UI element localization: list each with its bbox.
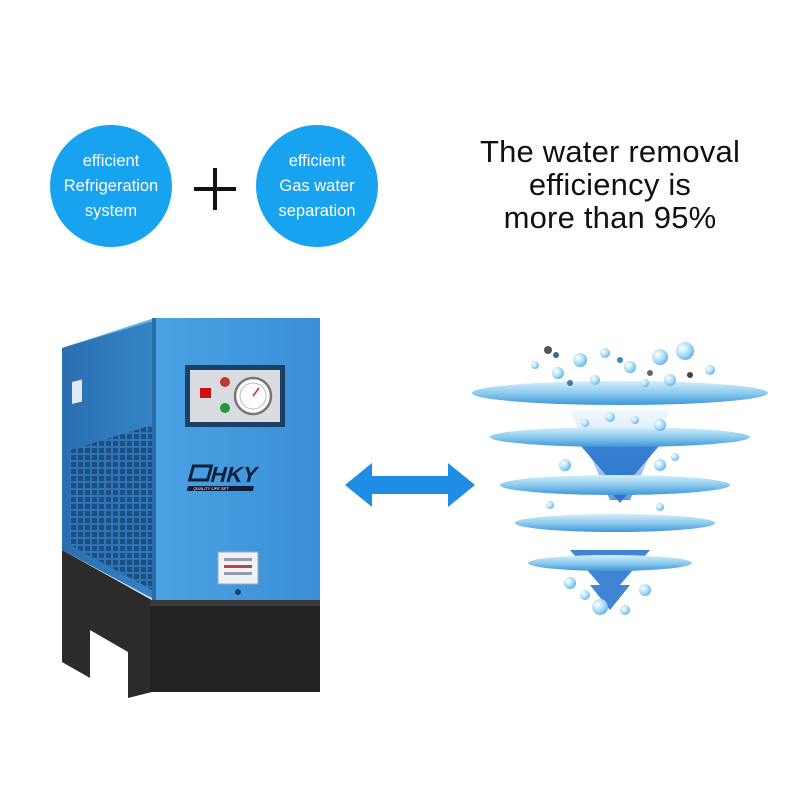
filter-layer bbox=[515, 514, 715, 532]
power-switch-icon bbox=[200, 388, 211, 398]
headline-line: efficiency is bbox=[528, 167, 692, 202]
filter-layer bbox=[490, 427, 750, 447]
drain-arrow-icon bbox=[580, 445, 660, 503]
filter-layer bbox=[472, 381, 768, 405]
badge-line: Refrigeration bbox=[63, 176, 159, 195]
headline-line: more than 95% bbox=[503, 200, 717, 235]
badge-line: separation bbox=[278, 201, 356, 220]
double-arrow-icon bbox=[345, 463, 475, 507]
vent-grill bbox=[70, 425, 152, 590]
filter-layer bbox=[500, 475, 730, 495]
badge-line: system bbox=[84, 201, 138, 220]
headline: The water removal efficiency is more tha… bbox=[430, 135, 790, 234]
air-dryer-machine: HKY QUALITY LIFE SET bbox=[62, 318, 320, 698]
brand-name: HKY bbox=[208, 462, 261, 487]
water-droplets bbox=[531, 342, 715, 615]
brand-logo: HKY QUALITY LIFE SET bbox=[186, 462, 261, 491]
indicator-light-icon bbox=[220, 403, 230, 413]
badge-line: Gas water bbox=[279, 176, 355, 195]
plus-icon bbox=[192, 166, 238, 212]
base-front bbox=[150, 600, 320, 692]
filter-layer bbox=[528, 555, 692, 571]
badge-line: efficient bbox=[288, 151, 346, 170]
separation-layers bbox=[472, 342, 768, 615]
indicator-light-icon bbox=[220, 377, 230, 387]
badge-line: efficient bbox=[82, 151, 140, 170]
headline-line: The water removal bbox=[479, 134, 741, 169]
badge-refrigeration: efficient Refrigeration system bbox=[50, 125, 172, 247]
base-side bbox=[62, 550, 152, 698]
brand-tagline: QUALITY LIFE SET bbox=[193, 486, 230, 491]
badge-separation: efficient Gas water separation bbox=[256, 125, 378, 247]
drain-port bbox=[235, 589, 241, 595]
